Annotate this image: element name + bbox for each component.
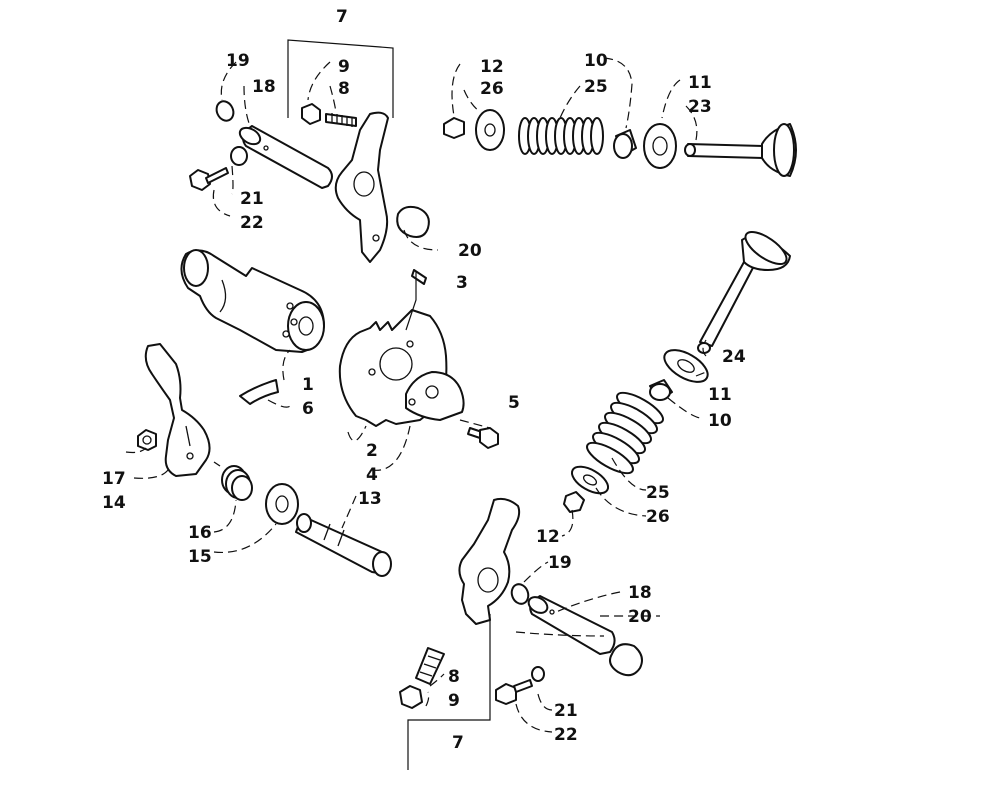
callout-2: 2 [366, 441, 378, 461]
callout-14: 14 [102, 493, 126, 513]
callout-12-mid: 12 [536, 527, 560, 547]
circlip-19-top [215, 100, 235, 122]
rocker-shaft-18-top [238, 125, 333, 189]
nut-12-top [443, 117, 465, 139]
valve-24 [697, 230, 791, 354]
callout-8-top: 8 [338, 79, 350, 99]
callout-6: 6 [302, 399, 314, 419]
bolt-5 [467, 427, 499, 449]
nut-9-top [301, 103, 321, 125]
retainer-26-top [475, 109, 505, 151]
bolt-21-bottom [495, 679, 533, 705]
callout-25-top: 25 [584, 77, 608, 97]
callout-21-bottom: 21 [554, 701, 578, 721]
keeper-12-mid [563, 491, 585, 513]
callout-21-top: 21 [240, 189, 264, 209]
callout-11-top: 11 [688, 73, 712, 93]
rocker-shaft-18-bottom [527, 595, 616, 655]
camshaft-1 [180, 249, 325, 353]
spring-seat-11-top [643, 123, 677, 169]
adjust-screw-8-bottom [415, 647, 445, 685]
lever-14 [144, 343, 211, 477]
callout-8-bottom: 8 [448, 667, 460, 687]
bearing-half-6 [239, 379, 279, 405]
callout-12-top: 12 [480, 57, 504, 77]
callout-26-mid: 26 [646, 507, 670, 527]
callout-20-top: 20 [458, 241, 482, 261]
callout-9-bottom: 9 [448, 691, 460, 711]
callout-10-top: 10 [584, 51, 608, 71]
leader-lines [125, 57, 707, 733]
gasket-20-top [396, 205, 430, 238]
valve-seal-10-top [613, 129, 637, 159]
callout-4: 4 [366, 465, 378, 485]
washer-22-top [230, 146, 248, 166]
callout-7-bracket-bottom [407, 614, 491, 770]
callout-5: 5 [508, 393, 520, 413]
callout-15: 15 [188, 547, 212, 567]
torsion-spring-16 [213, 461, 253, 501]
spring-seat-11-mid [663, 349, 709, 383]
retainer-26-mid [570, 465, 610, 495]
valve-seal-10-mid [649, 379, 673, 401]
callout-20-bottom: 20 [628, 607, 652, 627]
callout-9-top: 9 [338, 57, 350, 77]
nut-9-bottom [399, 685, 423, 709]
nut-17 [137, 429, 157, 451]
callout-18-bottom: 18 [628, 583, 652, 603]
circlip-19-bottom [510, 583, 530, 605]
adjust-screw-8-top [325, 113, 357, 127]
spring-25-mid [586, 391, 664, 475]
callout-7-bottom: 7 [452, 733, 464, 753]
callout-23: 23 [688, 97, 712, 117]
callout-19-bottom: 19 [548, 553, 572, 573]
shaft-13 [295, 513, 392, 577]
washer-15 [265, 483, 299, 525]
rocker-arm-bottom [458, 497, 521, 625]
bolt-21-top [189, 167, 229, 191]
valve-23 [684, 123, 797, 177]
callout-25-mid: 25 [646, 483, 670, 503]
plate-4 [405, 371, 465, 421]
callout-7-bracket-top [287, 39, 394, 118]
callout-22-bottom: 22 [554, 725, 578, 745]
spring-25-top [518, 117, 604, 155]
gasket-20-bottom [609, 643, 643, 677]
callout-1: 1 [302, 375, 314, 395]
callout-22-top: 22 [240, 213, 264, 233]
callout-7-top: 7 [336, 7, 348, 27]
washer-22-bottom [531, 666, 545, 682]
pin-3 [411, 269, 427, 285]
callout-13: 13 [358, 489, 382, 509]
callout-26-top: 26 [480, 79, 504, 99]
callout-17: 17 [102, 469, 126, 489]
callout-11-mid: 11 [708, 385, 732, 405]
callout-18-top: 18 [252, 77, 276, 97]
callout-3: 3 [456, 273, 468, 293]
callout-24: 24 [722, 347, 746, 367]
rocker-arm-top [334, 111, 389, 263]
callout-10-mid: 10 [708, 411, 732, 431]
callout-16: 16 [188, 523, 212, 543]
callout-19-top: 19 [226, 51, 250, 71]
